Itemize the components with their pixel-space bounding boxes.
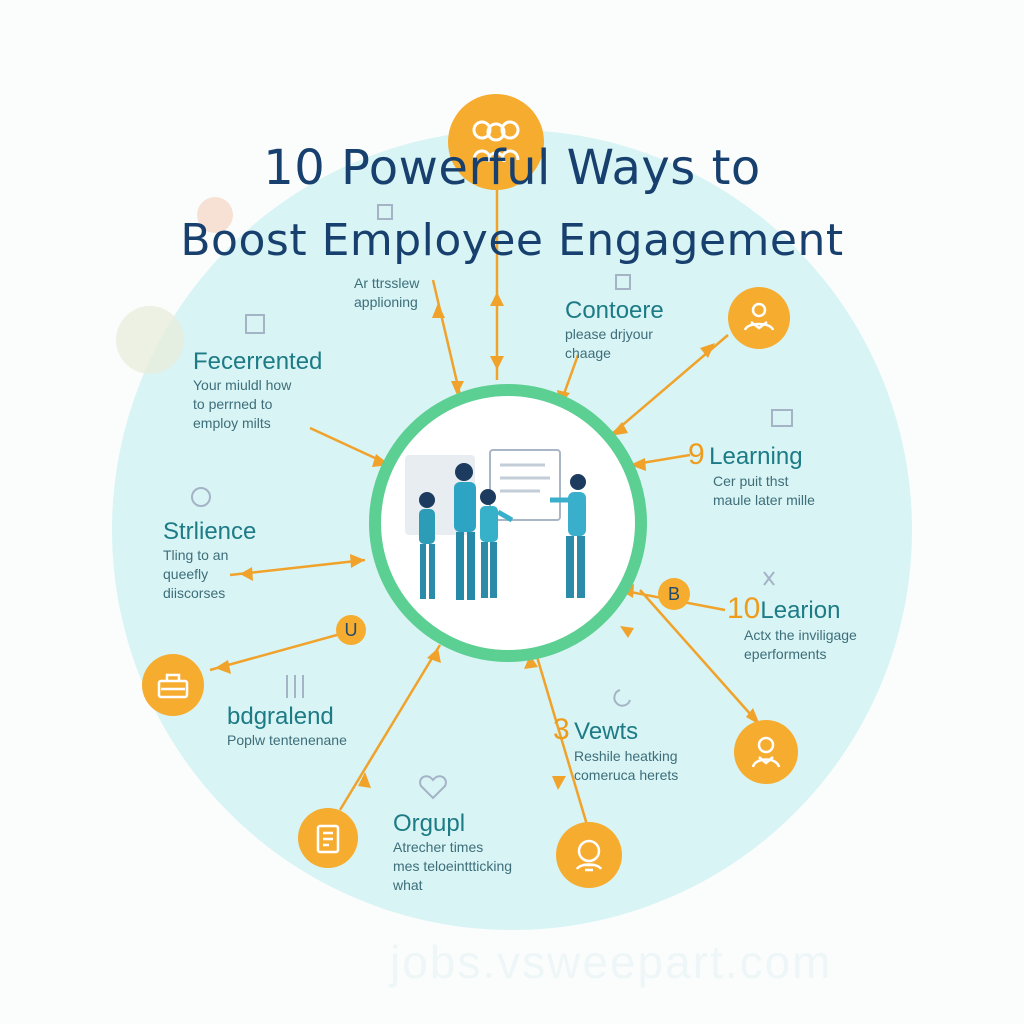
item-learion: 10Learion Actx the inviligage eperformen… — [727, 592, 857, 664]
mentor-icon — [734, 720, 798, 784]
item-body-line: Actx the inviligage — [744, 627, 857, 643]
item-heading: bdgralend — [227, 703, 334, 730]
item-body-line: Atrecher times — [393, 839, 484, 855]
item-orgupl: Orgupl Atrecher times mes teloeinttticki… — [393, 810, 512, 895]
item-body-line: Your miuldl how — [193, 377, 292, 393]
item-body-line: Poplw tentenenane — [227, 732, 347, 748]
people-icon — [448, 94, 544, 190]
item-body-line: to perrned to — [193, 396, 273, 412]
item-body-line: Cer puit thst — [713, 473, 789, 489]
item-learning: 9 Learning Cer puit thst maule later mil… — [688, 438, 815, 510]
item-body-line: please drjyour — [565, 326, 653, 342]
item-heading: Fecerrented — [193, 348, 323, 375]
item-body-line: maule later mille — [713, 492, 815, 508]
item-body-line: Tling to an — [163, 547, 229, 563]
item-heading: Learion — [760, 597, 841, 624]
badge-b: B — [658, 578, 690, 610]
arrow-heads — [215, 292, 760, 790]
item-body-line: employ milts — [193, 415, 271, 431]
idea-icon — [556, 822, 622, 888]
item-bdgralend: bdgralend Poplw tentenenane — [227, 703, 347, 750]
item-body-line: what — [393, 877, 423, 893]
item-number: 10 — [727, 592, 761, 625]
decor-dot — [197, 197, 233, 233]
item-strlience: Strlience Tling to an queefly diiscorses — [163, 518, 256, 603]
item-body-line: mes teloeinttticking — [393, 858, 513, 874]
item-body-line: queefly — [163, 566, 209, 582]
toolbox-icon — [142, 654, 204, 716]
item-heading: Vewts — [574, 718, 639, 745]
item-heading: Learning — [709, 443, 803, 470]
badge-u-label: U — [344, 619, 358, 640]
item-heading: Strlience — [163, 518, 257, 545]
small-grey-icons — [191, 204, 793, 800]
item-top-left: Ar ttrsslew applioning — [354, 274, 419, 312]
title-line-1: 10 Powerful Ways to — [263, 140, 761, 196]
item-body-line: Ar ttrsslew — [354, 275, 420, 291]
handshake-icon — [728, 287, 790, 349]
item-body-line: chaage — [565, 345, 611, 361]
clipboard-icon — [298, 808, 358, 868]
badge-b-label: B — [667, 583, 680, 604]
title-line-2: Boost Employee Engagement — [180, 215, 844, 266]
item-body-line: comeruca herets — [574, 767, 679, 783]
item-body-line: diiscorses — [163, 585, 226, 601]
item-number: 9 — [688, 438, 705, 471]
item-body-line: applioning — [354, 294, 418, 310]
watermark: jobs.vsweepart.com — [390, 936, 833, 988]
item-body-line: Reshile heatking — [574, 748, 678, 764]
item-heading: Contoere — [565, 297, 664, 324]
decor-dot — [116, 306, 184, 374]
badge-u: U — [336, 615, 366, 645]
item-body-line: eperforments — [744, 646, 827, 662]
item-heading: Orgupl — [393, 810, 466, 837]
item-contoere: Contoere please drjyour chaage — [565, 297, 664, 363]
item-number: 3 — [553, 713, 570, 746]
item-fecerrented: Fecerrented Your miuldl how to perrned t… — [193, 348, 322, 433]
item-vewts: 3 Vewts Reshile heatking comeruca herets — [553, 713, 678, 785]
team-illustration — [405, 449, 586, 600]
